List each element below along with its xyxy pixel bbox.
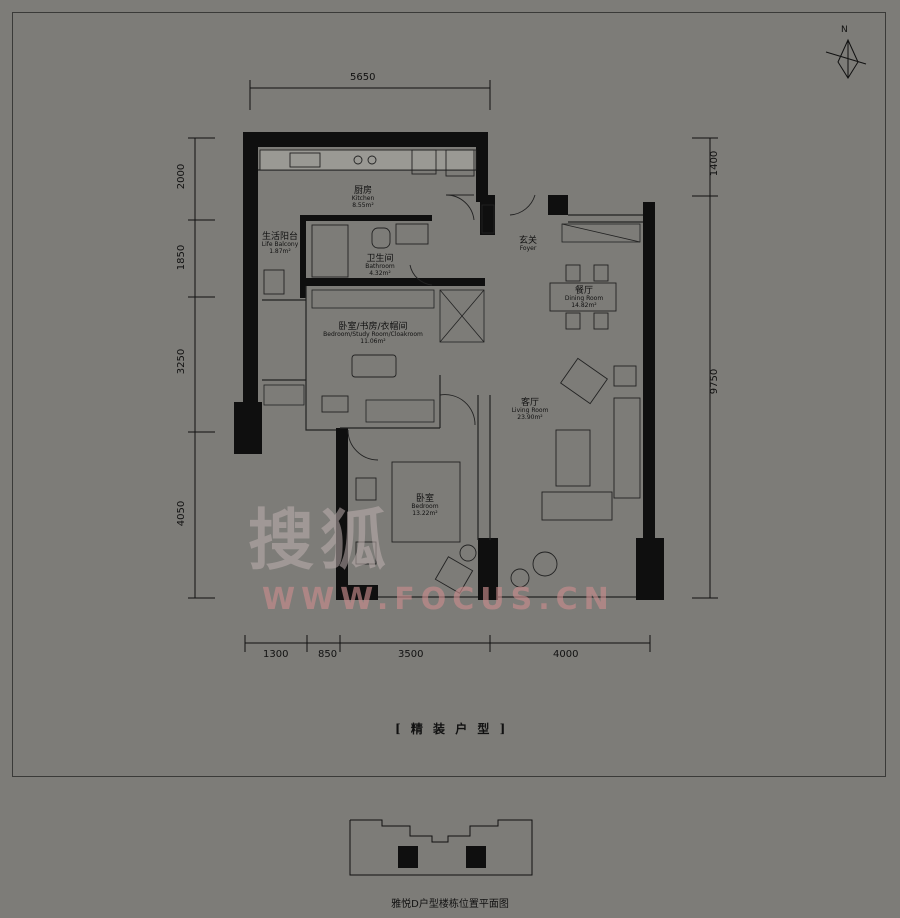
dim-left-1: 2000 xyxy=(176,163,188,190)
dim-left-4: 4050 xyxy=(176,500,188,527)
north-label: N xyxy=(841,25,848,35)
dim-left-2: 1850 xyxy=(176,244,188,271)
dim-bottom-1: 1300 xyxy=(263,649,289,660)
dim-right-1: 1400 xyxy=(709,150,721,177)
watermark-url: WWW.FOCUS.CN xyxy=(262,582,615,617)
dim-bottom-2: 850 xyxy=(318,649,338,660)
dim-bottom-3: 3500 xyxy=(398,649,424,660)
dim-left-3: 3250 xyxy=(176,348,188,375)
dim-top: 5650 xyxy=(350,72,376,83)
drawing-frame xyxy=(12,12,886,777)
dim-bottom-4: 4000 xyxy=(553,649,579,660)
dim-right-2: 9750 xyxy=(709,368,721,395)
plan-type-title: [ 精 装 户 型 ] xyxy=(395,722,509,736)
watermark-brand: 搜狐 xyxy=(248,502,392,579)
location-caption: 雅悦D户型楼栋位置平面图 xyxy=(391,899,509,910)
